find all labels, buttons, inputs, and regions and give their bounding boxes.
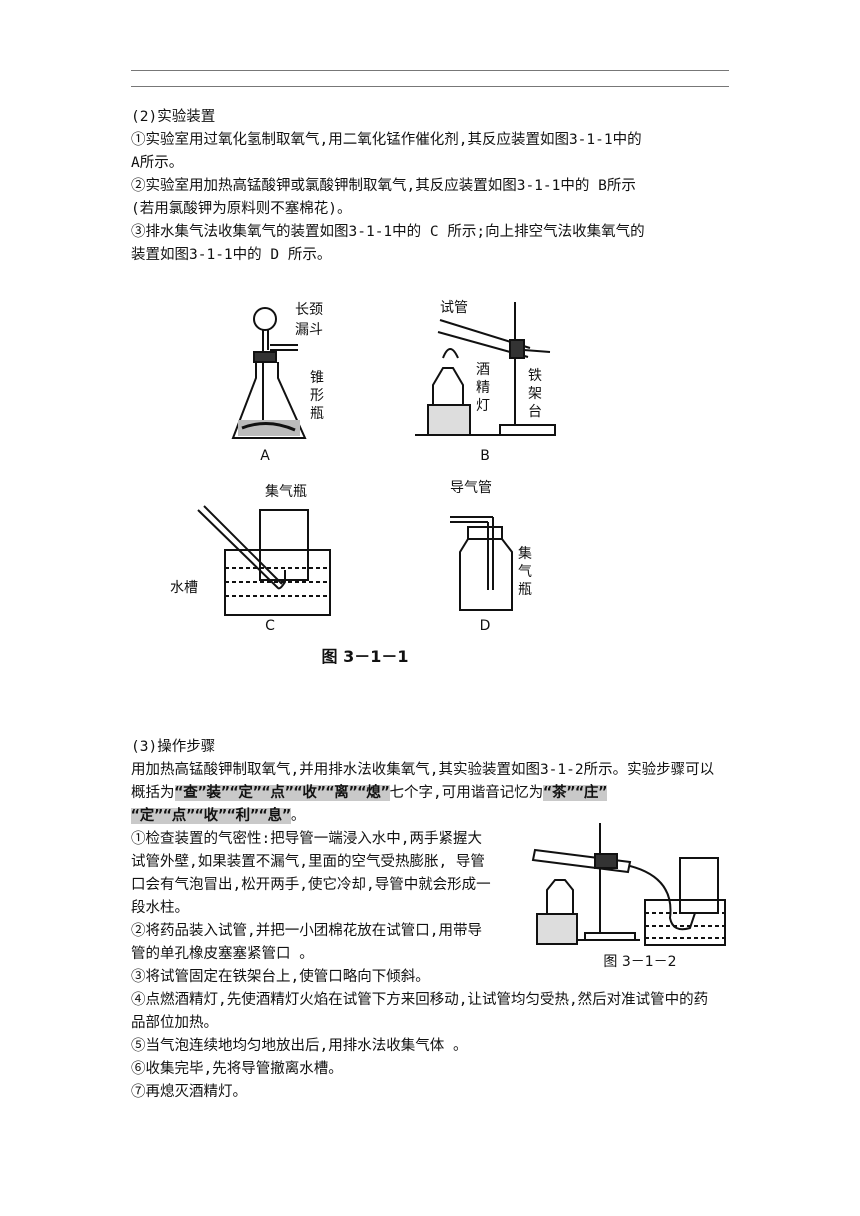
step-6: ⑥收集完毕,先将导管撤离水槽。 [131,1061,343,1077]
label-a-flask-1: 锥 [310,370,324,386]
header-rule-top [131,70,729,71]
mnemonic-highlight-1: “查”装”“定”“点”“收”“离”“熄” [174,785,390,801]
label-b-stand-1: 铁 [528,368,542,384]
label-b-stand-3: 台 [528,404,542,420]
figure-3-1-1: A 长颈 漏斗 锥 形 瓶 B 试管 酒 精 灯 铁 架 台 C 集气瓶 水槽 … [170,300,556,666]
label-b-lamp-1: 酒 [476,362,490,378]
step-7: ⑦再熄灭酒精灯。 [131,1084,247,1100]
label-d-tube: 导气管 [450,480,492,496]
label-b-lamp-3: 灯 [476,398,490,414]
intro-3-period: 。 [290,808,306,824]
figure-3-1-2: 图 3－1－2 [531,823,726,970]
figure-3-1-2-caption: 图 3－1－2 [603,954,676,970]
section-3-heading: (3)操作步骤 [131,739,216,755]
step-1-line-4: 段水柱。 [131,900,189,916]
section-2-line-4: (若用氯酸钾为原料则不塞棉花)。 [131,201,352,217]
apparatus-b [415,302,556,436]
header-rule-bottom [131,86,729,87]
section-3-intro-1: 用加热高锰酸钾制取氧气,并用排水法收集氧气,其实验装置如图3-1-2所示。实验步… [131,762,715,778]
label-b-lamp-2: 精 [476,380,490,396]
label-d-bottle-2: 气 [518,564,532,580]
step-4-line-2: 品部位加热。 [131,1015,218,1031]
label-b: B [480,448,490,464]
mnemonic-highlight-3: “定”“点”“收”“利”“息” [131,808,291,824]
label-b-tube: 试管 [440,300,468,316]
section-3-intro-2: 概括为“查”装”“定”“点”“收”“离”“熄”七个字,可用谐音记忆为“茶”“庄” [131,782,731,806]
label-d-bottle-1: 集 [518,545,532,562]
section-2-line-2: A所示。 [131,155,184,171]
intro-2-text-a: 概括为 [131,785,175,801]
label-a-flask-2: 形 [310,388,324,404]
step-4-line-1: ④点燃酒精灯,先使酒精灯火焰在试管下方来回移动,让试管均匀受热,然后对准试管中的… [131,992,709,1008]
label-a-funnel-1: 长颈 [295,302,323,318]
label-c: C [265,618,275,634]
label-b-stand-2: 架 [528,386,542,402]
section-2-line-6: 装置如图3-1-1中的 D 所示。 [131,247,332,263]
figure-3-1-1-caption: 图 3－1－1 [322,647,409,666]
step-2-line-2: 管的单孔橡皮塞塞紧管口 。 [131,946,314,962]
step-5: ⑤当气泡连续地均匀地放出后,用排水法收集气体 。 [131,1038,468,1054]
intro-2-text-b: 七个字,可用谐音记忆为 [389,785,544,801]
section-2-line-5: ③排水集气法收集氧气的装置如图3-1-1中的 C 所示;向上排空气法收集氧气的 [131,224,645,240]
label-a: A [260,448,270,464]
step-2-line-1: ②将药品装入试管,并把一小团棉花放在试管口,用带导 [131,923,482,939]
label-c-bottle: 集气瓶 [265,483,307,500]
step-1-line-1: ①检查装置的气密性:把导管一端浸入水中,两手紧握大 [131,831,482,847]
apparatus-d [450,516,513,611]
section-3-intro-3: “定”“点”“收”“利”“息”。 [131,805,731,829]
label-a-funnel-2: 漏斗 [295,322,323,338]
label-a-flask-3: 瓶 [310,406,324,422]
step-1-line-3: 口会有气泡冒出,松开两手,使它冷却,导管中就会形成一 [131,877,491,893]
section-2-heading: (2)实验装置 [131,109,216,125]
label-d: D [480,618,491,634]
section-2-line-3: ②实验室用加热高锰酸钾或氯酸钾制取氧气,其反应装置如图3-1-1中的 B所示 [131,178,636,194]
label-c-trough: 水槽 [170,580,198,596]
label-d-bottle-3: 瓶 [518,582,532,598]
step-3: ③将试管固定在铁架台上,使管口略向下倾斜。 [131,969,430,985]
mnemonic-highlight-2: “茶”“庄” [543,785,608,801]
step-1-line-2: 试管外壁,如果装置不漏气,里面的空气受热膨胀, 导管 [131,854,485,870]
apparatus-c [197,505,331,616]
apparatus-a [231,307,307,439]
section-2-line-1: ①实验室用过氧化氢制取氧气,用二氧化锰作催化剂,其反应装置如图3-1-1中的 [131,132,642,148]
